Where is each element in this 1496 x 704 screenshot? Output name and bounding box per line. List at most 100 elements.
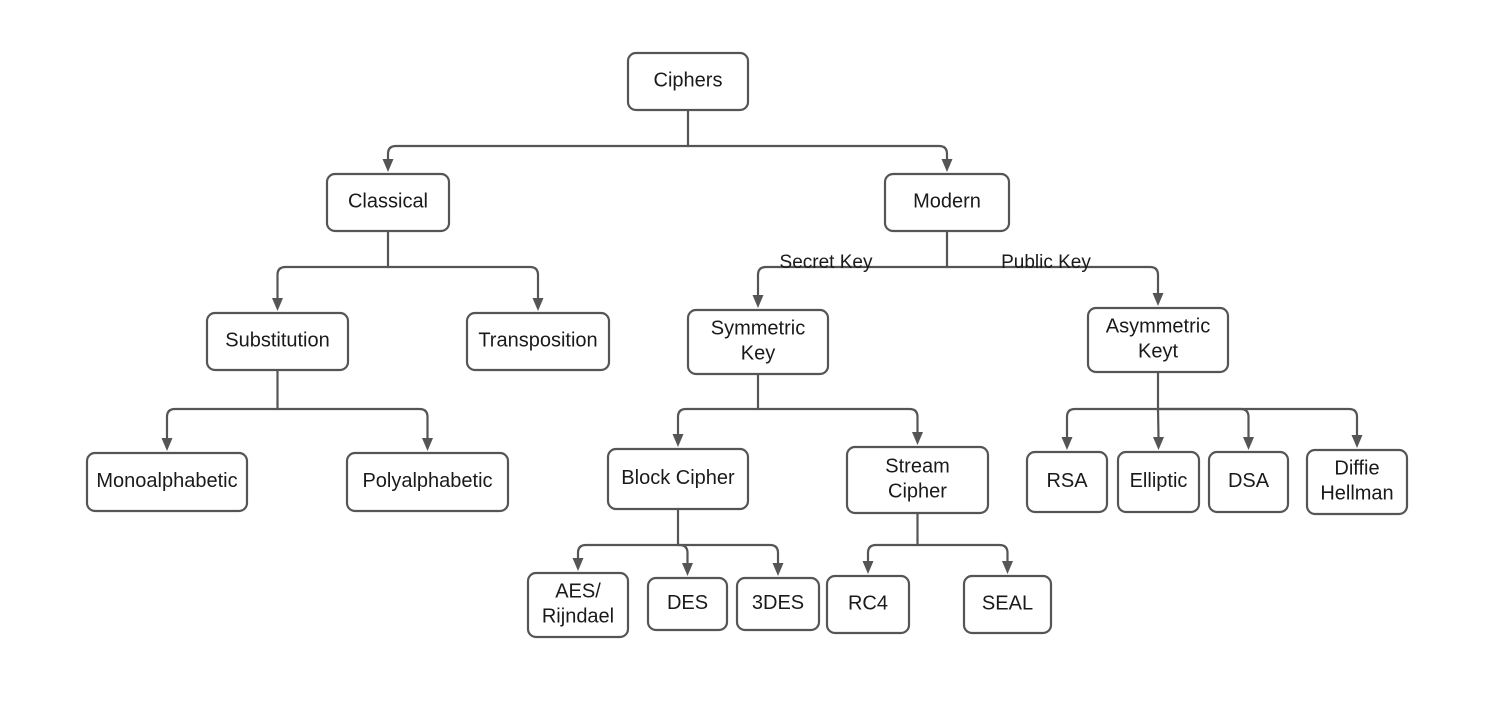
node-label: RC4 bbox=[848, 593, 888, 615]
edge-connector bbox=[676, 543, 780, 565]
node-substitution[interactable]: Substitution bbox=[205, 311, 350, 372]
edge-arrowhead bbox=[272, 298, 283, 311]
edge-connector bbox=[686, 144, 949, 161]
node-box[interactable] bbox=[825, 574, 911, 635]
node-box[interactable] bbox=[962, 574, 1053, 635]
node-box[interactable] bbox=[1086, 306, 1230, 374]
node-box[interactable] bbox=[845, 445, 990, 515]
edge-arrowhead bbox=[161, 438, 173, 451]
edge-arrowhead bbox=[1243, 437, 1254, 450]
node-des[interactable]: DES bbox=[646, 576, 729, 632]
edge-arrowhead bbox=[772, 563, 784, 576]
node-box[interactable] bbox=[526, 571, 630, 639]
node-label: Modern bbox=[913, 191, 981, 213]
node-label: 3DES bbox=[752, 592, 804, 614]
node-label: Elliptic bbox=[1130, 470, 1188, 492]
node-box[interactable] bbox=[85, 451, 249, 513]
edge-connector bbox=[1156, 407, 1160, 439]
node-label: Ciphers bbox=[654, 70, 723, 92]
node-label: AES/Rijndael bbox=[542, 581, 614, 628]
node-box[interactable] bbox=[646, 576, 729, 632]
node-label: SEAL bbox=[982, 593, 1033, 615]
node-box[interactable] bbox=[205, 311, 350, 372]
edge-arrowhead bbox=[752, 295, 764, 308]
node-elliptic[interactable]: Elliptic bbox=[1116, 450, 1201, 514]
node-polyalphabetic[interactable]: Polyalphabetic bbox=[345, 451, 510, 513]
node-modern[interactable]: Modern bbox=[883, 172, 1011, 233]
node-blockcipher[interactable]: Block Cipher bbox=[606, 447, 750, 511]
edge-connector bbox=[866, 543, 919, 563]
node-label: Block Cipher bbox=[621, 467, 735, 489]
edge-label-public-key: Public Key bbox=[1001, 252, 1091, 273]
node-label: Transposition bbox=[478, 330, 597, 352]
node-box[interactable] bbox=[325, 172, 451, 233]
node-box[interactable] bbox=[1025, 450, 1109, 514]
edge-labels-layer: Secret Key Public Key bbox=[780, 252, 1092, 273]
edge-arrowhead bbox=[672, 434, 684, 447]
edge-connector bbox=[676, 543, 689, 565]
edge-connector bbox=[1065, 407, 1160, 439]
edge-arrowhead bbox=[1002, 561, 1013, 574]
node-monoalphabetic[interactable]: Monoalphabetic bbox=[85, 451, 249, 513]
edge-arrowhead bbox=[1152, 293, 1164, 306]
node-box[interactable] bbox=[883, 172, 1011, 233]
edge-connector bbox=[276, 407, 429, 440]
edge-arrowhead bbox=[862, 561, 874, 574]
node-box[interactable] bbox=[626, 51, 750, 112]
node-ciphers[interactable]: Ciphers bbox=[626, 51, 750, 112]
edge-arrowhead bbox=[941, 159, 953, 172]
node-label: RSA bbox=[1046, 470, 1088, 492]
node-box[interactable] bbox=[1116, 450, 1201, 514]
node-rc4[interactable]: RC4 bbox=[825, 574, 911, 635]
edge-connector bbox=[1156, 407, 1359, 437]
node-box[interactable] bbox=[686, 308, 830, 376]
node-box[interactable] bbox=[606, 447, 750, 511]
edge-connector bbox=[165, 407, 279, 440]
node-box[interactable] bbox=[735, 576, 821, 632]
node-3des[interactable]: 3DES bbox=[735, 576, 821, 632]
edge-arrowhead bbox=[422, 438, 433, 451]
edge-connector bbox=[576, 543, 680, 560]
node-seal[interactable]: SEAL bbox=[962, 574, 1053, 635]
edge-connector bbox=[756, 265, 949, 297]
edge-arrowhead bbox=[572, 558, 584, 571]
node-label: DES bbox=[667, 592, 708, 614]
node-classical[interactable]: Classical bbox=[325, 172, 451, 233]
edge-arrowhead bbox=[912, 432, 923, 445]
edge-arrowhead bbox=[1153, 437, 1164, 450]
node-dsa[interactable]: DSA bbox=[1207, 450, 1290, 514]
edge-connector bbox=[676, 407, 760, 436]
node-box[interactable] bbox=[1207, 450, 1290, 514]
node-rsa[interactable]: RSA bbox=[1025, 450, 1109, 514]
edge-arrowhead bbox=[1351, 435, 1363, 448]
edge-connector bbox=[276, 265, 390, 300]
node-label: Classical bbox=[348, 191, 428, 213]
edge-arrowhead bbox=[532, 298, 544, 311]
node-aes[interactable]: AES/Rijndael bbox=[526, 571, 630, 639]
edge-connector bbox=[945, 265, 1160, 295]
edge-label-secret-key: Secret Key bbox=[780, 252, 873, 273]
node-box[interactable] bbox=[465, 311, 611, 372]
edges-layer bbox=[161, 108, 1363, 576]
edge-arrowhead bbox=[382, 159, 394, 172]
edge-connector bbox=[1156, 407, 1250, 439]
node-box[interactable] bbox=[345, 451, 510, 513]
node-label: DSA bbox=[1228, 470, 1270, 492]
node-box[interactable] bbox=[1305, 448, 1409, 516]
edge-connector bbox=[386, 144, 690, 161]
edge-arrowhead bbox=[1061, 437, 1073, 450]
edge-connector bbox=[916, 543, 1009, 563]
edge-arrowhead bbox=[682, 563, 693, 576]
node-label: Monoalphabetic bbox=[96, 470, 237, 492]
edge-connector bbox=[756, 407, 919, 434]
node-transposition[interactable]: Transposition bbox=[465, 311, 611, 372]
